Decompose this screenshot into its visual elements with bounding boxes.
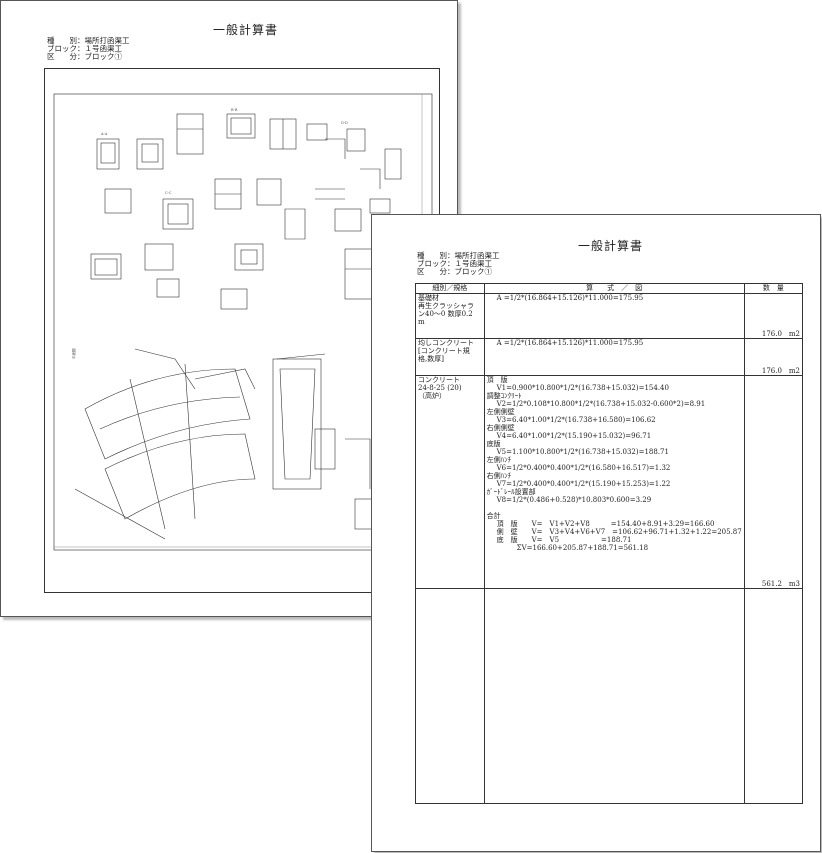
item-spec: 再生クラッシャラ [418,302,474,310]
total-line: 底 版 V= V5 =188.71 [496,536,632,544]
item-cell: 基礎材 再生クラッシャラ ン40～0 数厚0.2 m [415,293,485,339]
quantity-cell: 176.0 m2 [743,338,804,376]
formula-label: 右側側壁 [486,424,515,432]
formula-line: V3=6.40*1.00*1/2*(16.738+16.580)=106.62 [496,416,656,424]
formula-line: V7=1/2*0.400*0.400*1/2*(15.190+15.253)=1… [496,480,671,488]
table-row-empty [415,588,804,804]
item-name: コンクリート [418,376,460,384]
total-label: 合計 [486,512,501,520]
item-cell: 均しコンクリート [コンクリート規 格,数厚] [415,338,485,376]
table-row: 均しコンクリート [コンクリート規 格,数厚] A =1/2*(16.864+1… [415,338,804,376]
formula-line: A =1/2*(16.864+15.126)*11.000=175.95 [496,294,644,302]
formula-cell: A =1/2*(16.864+15.126)*11.000=175.95 [483,293,745,339]
svg-text:平面図: 平面図 [71,348,76,359]
formula-label: 左側側壁 [486,408,515,416]
formula-line: A =1/2*(16.864+15.126)*11.000=175.95 [496,339,644,347]
item-spec: （高炉） [418,392,446,400]
item-cell: コンクリート 24-8-25 (20) （高炉） [415,375,485,589]
item-name: 均しコンクリート [418,339,474,347]
item-spec: [コンクリート規 [418,347,470,355]
table-header-row: 細別／規格 算 式 ／ 図 数 量 [415,283,804,294]
table-row: 基礎材 再生クラッシャラ ン40～0 数厚0.2 m A =1/2*(16.86… [415,293,804,339]
col-header-quantity: 数 量 [743,283,804,294]
formula-line: V8=1/2*(0.486+0.528)*10.803*0.600=3.29 [496,496,652,504]
svg-text:A-A: A-A [100,132,108,136]
total-line: 側 壁 V= V3+V4+V6+V7 =106.62+96.71+1.32+1.… [496,528,742,536]
formula-label: 左側ﾊﾝﾁ [486,456,512,464]
front-header-line-2: ブロック：１号函渠工 [417,259,492,268]
formula-line: V4=6.40*1.00*1/2*(15.190+15.032)=96.71 [496,432,652,440]
col-header-item: 細別／規格 [415,283,485,294]
item-spec: ン40～0 数厚0.2 [418,310,473,318]
svg-text:D-D: D-D [341,121,348,125]
svg-text:C-C: C-C [165,191,172,195]
formula-line: V2=1/2*0.108*10.800*1/2*(16.738+15.032-0… [496,400,706,408]
table-row: コンクリート 24-8-25 (20) （高炉） 頂 版 V1=0.900*10… [415,375,804,589]
back-header-line-2: ブロック：１号函渠工 [47,44,122,53]
total-line: 頂 版 V= V1+V2+V8 =154.40+8.91+3.29=166.60 [496,520,715,528]
formula-line: V5=1.100*10.800*1/2*(16.738+15.032)=188.… [496,448,669,456]
svg-text:B-B: B-B [231,108,238,112]
item-spec: m [418,318,425,326]
item-spec: 格,数厚] [418,355,444,363]
formula-cell: 頂 版 V1=0.900*10.800*1/2*(16.738+15.032)=… [483,375,745,589]
formula-label: 右側ﾊﾝﾁ [486,472,512,480]
formula-line: V1=0.900*10.800*1/2*(16.738+15.032)=154.… [496,384,669,392]
back-page-title: 一般計算書 [213,23,279,37]
calculation-table: 細別／規格 算 式 ／ 図 数 量 基礎材 再生クラッシャラ ン40～0 数厚0… [415,283,804,804]
quantity-cell: 176.0 m2 [743,293,804,339]
back-header-line-3: 区 分：ブロック① [47,52,122,61]
formula-label: ｶﾞｰﾄﾞﾚｰﾙ設置部 [486,488,536,496]
formula-label: 底版 [486,440,501,448]
front-header-line-1: 種 別：場所打函渠工 [417,251,500,260]
item-name: 基礎材 [418,294,439,302]
formula-line: V6=1/2*0.400*0.400*1/2*(16.580+16.517)=1… [496,464,671,472]
col-header-formula: 算 式 ／ 図 [483,283,745,294]
front-document-page: 一般計算書 種 別：場所打函渠工 ブロック：１号函渠工 区 分：ブロック① 細別… [371,214,821,852]
back-header-line-1: 種 別：場所打函渠工 [47,36,130,45]
formula-cell: A =1/2*(16.864+15.126)*11.000=175.95 [483,338,745,376]
front-page-title: 一般計算書 [578,239,644,253]
formula-label: 頂 版 [486,376,508,384]
quantity-cell: 561.2 m3 [743,375,804,589]
front-header-line-3: 区 分：ブロック① [417,267,492,276]
item-spec: 24-8-25 (20) [418,384,462,392]
sum-line: ΣV=166.60+205.87+188.71=561.18 [516,544,649,552]
formula-label: 調整ｺﾝｸﾘｰﾄ [486,392,522,400]
